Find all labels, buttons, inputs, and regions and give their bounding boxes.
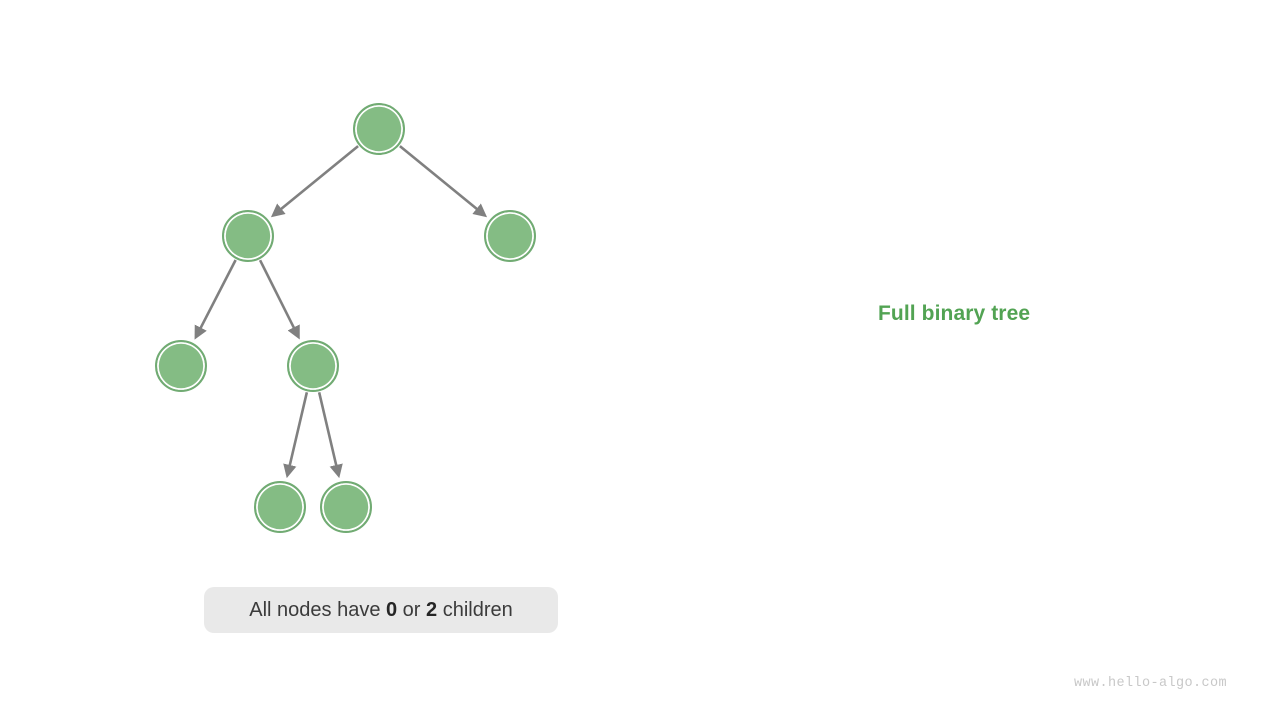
node-fill	[356, 106, 402, 152]
caption-box: All nodes have 0 or 2 children	[204, 587, 558, 633]
node-outer-ring	[155, 340, 208, 393]
node-outer-ring	[287, 340, 340, 393]
page-title: Full binary tree	[878, 302, 1031, 325]
node-gap-ring	[486, 212, 534, 260]
node-gap-ring	[256, 483, 304, 531]
caption-bold-zero: 0	[386, 598, 398, 621]
node-outer-ring	[320, 481, 373, 534]
node-gap-ring	[224, 212, 272, 260]
node-fill	[323, 484, 369, 530]
caption-prefix: All nodes have	[249, 598, 386, 621]
tree-edge	[317, 391, 343, 479]
node-gap-ring	[322, 483, 370, 531]
tree-node	[484, 210, 537, 263]
node-fill	[487, 213, 533, 259]
tree-edge	[283, 391, 309, 479]
tree-node	[155, 340, 208, 393]
tree-node	[353, 102, 406, 155]
node-fill	[158, 343, 204, 389]
node-outer-ring	[254, 481, 307, 534]
node-layer	[155, 102, 537, 534]
tree-node	[254, 481, 307, 534]
tree-edge	[399, 145, 488, 218]
tree-edge	[194, 259, 237, 340]
node-outer-ring	[484, 210, 537, 263]
caption-middle: or	[397, 598, 427, 621]
tree-node	[222, 210, 275, 263]
watermark: www.hello-algo.com	[1074, 676, 1228, 691]
tree-edge	[270, 145, 359, 218]
edge-layer	[194, 145, 488, 479]
tree-edge	[258, 259, 300, 340]
node-fill	[257, 484, 303, 530]
tree-node	[287, 340, 340, 393]
node-fill	[290, 343, 336, 389]
node-outer-ring	[222, 210, 275, 263]
node-gap-ring	[289, 342, 337, 390]
node-fill	[225, 213, 271, 259]
node-outer-ring	[353, 102, 406, 155]
node-gap-ring	[157, 342, 205, 390]
caption-text: All nodes have 0 or 2 children	[249, 599, 513, 622]
node-gap-ring	[355, 105, 403, 153]
caption-suffix: children	[437, 598, 513, 621]
caption-bold-two: 2	[426, 598, 438, 621]
tree-node	[320, 481, 373, 534]
